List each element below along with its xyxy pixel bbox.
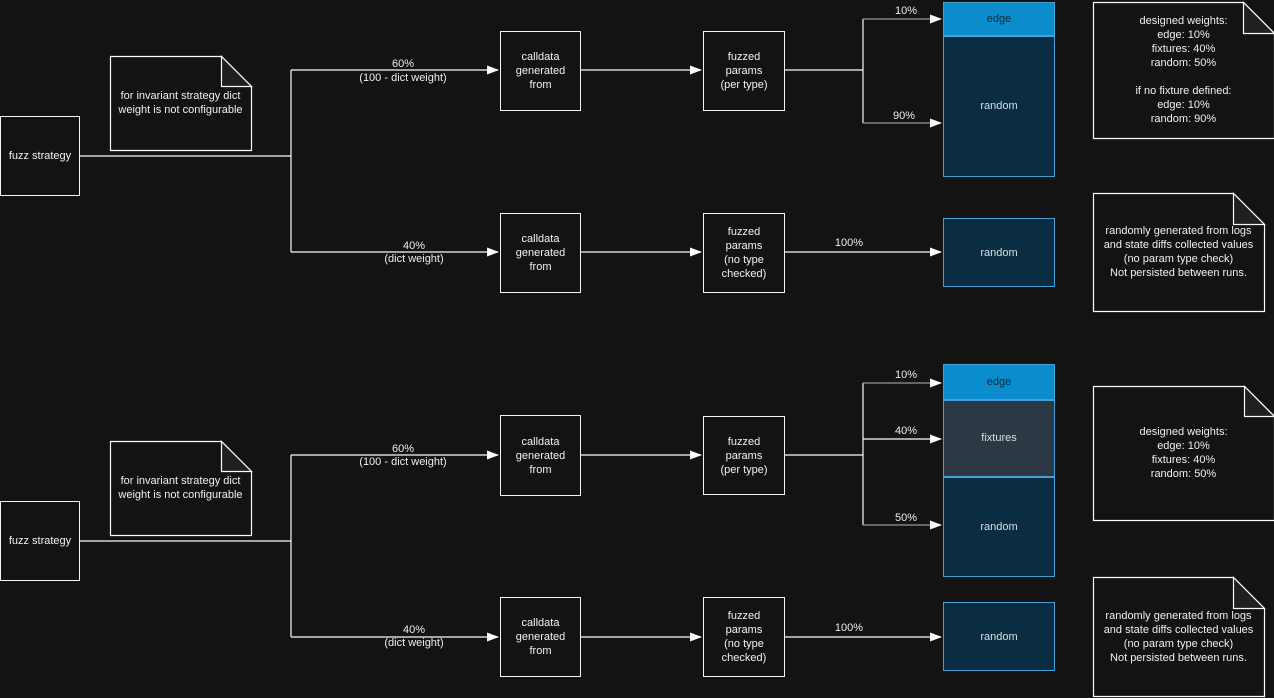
note-shape-weights-top xyxy=(1092,1,1274,140)
calldata-node-top-dict: calldata generated from xyxy=(500,213,581,293)
note-shape-collect-bottom xyxy=(1092,576,1266,698)
fuzzed-params-node-bottom-dict: fuzzed params (no type checked) xyxy=(703,597,785,677)
note-shape-weights-bottom xyxy=(1092,385,1274,522)
stack-segment-edge-bottom: edge xyxy=(943,364,1055,400)
formula-label-bottom-40dict: (dict weight) xyxy=(384,637,444,649)
random-node-bottom: random xyxy=(943,602,1055,671)
collect-note-bottom: randomly generated from logs and state d… xyxy=(1103,609,1254,664)
weights-note-bottom: designed weights: edge: 10% fixtures: 40… xyxy=(1139,426,1228,480)
fuzz-strategy-node-bottom: fuzz strategy xyxy=(0,501,80,581)
pct-label-top-100: 100% xyxy=(834,237,864,249)
strategy-note-top: for invariant strategy dict weight is no… xyxy=(118,90,243,116)
fuzzed-params-node-top-main: fuzzed params (per type) xyxy=(703,31,785,111)
strategy-note-bottom: for invariant strategy dict weight is no… xyxy=(118,475,243,501)
target-stack-bottom: edge fixtures random xyxy=(943,364,1055,577)
pct-label-bottom-10: 10% xyxy=(894,369,918,381)
pct-label-bottom-50: 50% xyxy=(894,512,918,524)
note-shape-strategy-bottom xyxy=(109,440,253,537)
note-shape-collect-top xyxy=(1092,192,1266,313)
pct-label-top-60: 60% xyxy=(391,58,415,70)
formula-label-bottom-60: (100 - dict weight) xyxy=(359,456,447,468)
stack-segment-edge-top: edge xyxy=(943,2,1055,36)
pct-label-top-90: 90% xyxy=(892,110,916,122)
stack-segment-random-top: random xyxy=(943,36,1055,177)
fuzz-strategy-node-top: fuzz strategy xyxy=(0,116,80,196)
formula-label-top-60: (100 - dict weight) xyxy=(359,72,447,84)
pct-label-top-40: 40% xyxy=(402,240,426,252)
top-split-arrows xyxy=(863,14,942,128)
pct-label-bottom-100: 100% xyxy=(834,622,864,634)
note-shapes xyxy=(109,1,1274,698)
weights-note-top: designed weights: edge: 10% fixtures: 40… xyxy=(1135,15,1232,125)
calldata-node-bottom-main: calldata generated from xyxy=(500,415,581,496)
fuzzed-params-node-bottom-main: fuzzed params (per type) xyxy=(703,416,785,495)
formula-label-top-40: (dict weight) xyxy=(384,253,444,265)
pct-label-top-10: 10% xyxy=(894,5,918,17)
pct-label-bottom-40dict: 40% xyxy=(402,624,426,636)
bottom-split-arrows xyxy=(863,378,942,530)
pct-label-bottom-60: 60% xyxy=(391,443,415,455)
top-flow-lines xyxy=(80,19,942,257)
calldata-node-bottom-dict: calldata generated from xyxy=(500,597,581,677)
pct-label-bottom-40: 40% xyxy=(894,425,918,437)
stack-segment-fixtures-bottom: fixtures xyxy=(943,400,1055,477)
bottom-flow-lines xyxy=(80,383,942,642)
target-stack-top: edge random xyxy=(943,2,1055,177)
calldata-node-top-main: calldata generated from xyxy=(500,31,581,111)
stack-segment-random-bottom: random xyxy=(943,477,1055,577)
note-shape-strategy-top xyxy=(109,55,253,152)
collect-note-top: randomly generated from logs and state d… xyxy=(1103,225,1254,279)
random-node-top: random xyxy=(943,218,1055,287)
fuzzed-params-node-top-dict: fuzzed params (no type checked) xyxy=(703,213,785,293)
